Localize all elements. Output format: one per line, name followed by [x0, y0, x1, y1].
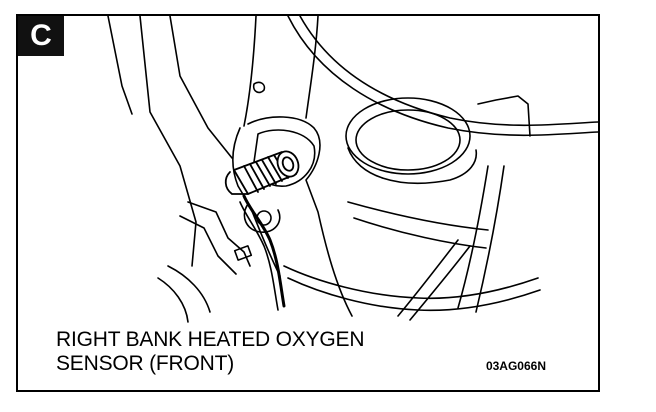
figure-code: 03AG066N [485, 359, 546, 373]
caption-line-1: RIGHT BANK HEATED OXYGEN [56, 328, 365, 351]
sensor-harness [242, 194, 286, 308]
figure-caption: RIGHT BANK HEATED OXYGEN SENSOR (FRONT) [56, 328, 365, 376]
manifold-body [247, 116, 353, 317]
left-bracket-lower [179, 215, 237, 275]
left-panel-inner [169, 16, 233, 159]
right-lower-line2 [353, 217, 487, 249]
pipe-left-edge [243, 16, 257, 127]
lower-left-curve-2 [157, 277, 189, 323]
left-panel-edge [139, 16, 197, 267]
upper-cable-inner [299, 16, 598, 127]
tab-hole [256, 210, 272, 226]
lower-pipe [283, 265, 539, 300]
pipe-right-edge [305, 16, 319, 119]
upper-cable [287, 16, 598, 137]
sensor-harness-outline [239, 201, 279, 311]
right-strut-inner [475, 165, 505, 313]
engine-illustration [107, 16, 598, 323]
mounting-tab [243, 203, 281, 233]
caption-line-2: SENSOR (FRONT) [56, 352, 235, 375]
figure-frame: C [16, 14, 600, 392]
left-panel-outer [107, 16, 133, 115]
oxygen-sensor [224, 150, 300, 195]
diagonal-brace-2 [409, 245, 471, 321]
right-strut [457, 165, 489, 309]
round-cover [345, 97, 471, 175]
panel-letter-badge: C [18, 16, 64, 56]
right-panel-edge [477, 95, 531, 137]
bracket-bolt [233, 245, 253, 261]
right-lower-line [347, 201, 489, 231]
lower-pipe-inner [287, 277, 541, 312]
bracket-hole [252, 81, 266, 94]
cover-shadow [347, 147, 478, 184]
diagonal-brace [397, 239, 459, 317]
lower-left-curve [167, 265, 211, 313]
round-cover-inner [355, 109, 461, 171]
